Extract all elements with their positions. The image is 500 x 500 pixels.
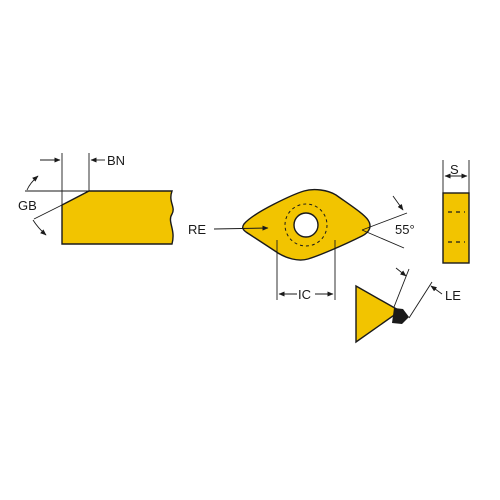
insert-side-section xyxy=(61,190,174,245)
insert-hole xyxy=(293,212,319,238)
le-label: LE xyxy=(445,288,461,303)
le-arrow-lower xyxy=(430,285,443,295)
side-section-view: BN GB xyxy=(18,153,174,245)
gb-chamfer-extension xyxy=(33,204,63,220)
insert-hole-countersink xyxy=(284,203,328,247)
gb-label: GB xyxy=(18,198,37,213)
le-extension-lower xyxy=(408,281,433,319)
insert-thickness-side xyxy=(442,192,470,264)
re-leader xyxy=(213,225,269,231)
gb-arc-top xyxy=(26,175,39,191)
re-label: RE xyxy=(188,222,206,237)
top-view: RE 55° IC xyxy=(188,188,415,302)
bn-label: BN xyxy=(107,153,125,168)
angle-label: 55° xyxy=(395,222,415,237)
gb-arc-bottom xyxy=(32,219,47,236)
edge-detail-view: LE xyxy=(355,267,461,344)
angle-line-lower xyxy=(361,229,405,249)
s-label: S xyxy=(450,162,459,177)
edge-prep-black xyxy=(392,308,409,324)
thickness-view: S xyxy=(442,160,470,264)
ic-label: IC xyxy=(298,287,311,302)
le-arrow-upper xyxy=(395,267,407,277)
angle-arrow xyxy=(392,195,404,211)
le-extension-upper xyxy=(393,268,410,308)
angle-line-upper xyxy=(361,212,408,231)
edge-detail-wedge xyxy=(355,284,402,344)
